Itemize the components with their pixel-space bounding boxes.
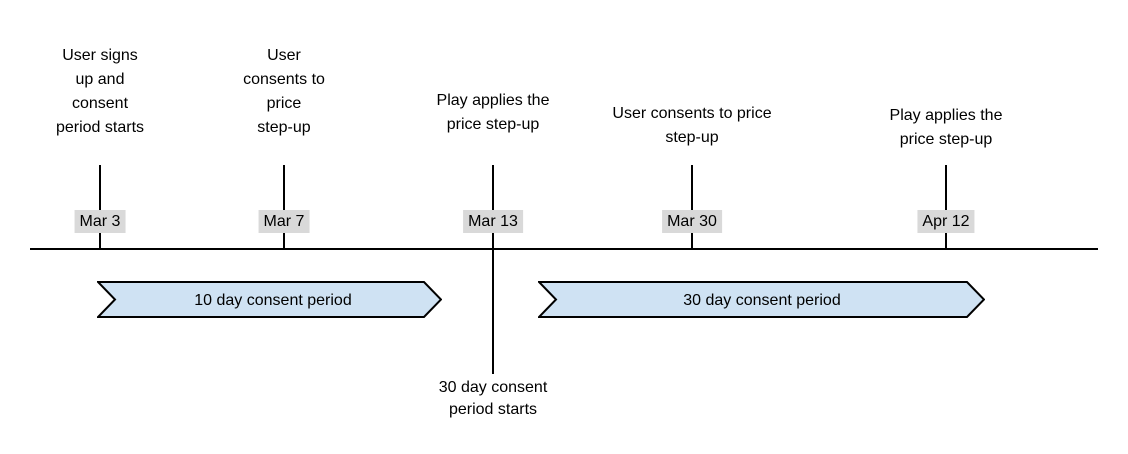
event-label-apply-1: Play applies the price step-up xyxy=(436,92,550,133)
timeline-axis xyxy=(30,248,1098,250)
banner-label-30-day: 30 day consent period xyxy=(683,292,840,309)
event-label-consent-1: User consents to price step-up xyxy=(243,47,325,136)
consent-period-banner-30-day: 30 day consent period xyxy=(538,281,985,318)
date-chip-mar-3: Mar 3 xyxy=(74,210,126,233)
event-label-consent-2: User consents to price step-up xyxy=(612,105,772,146)
banner-label-10-day: 10 day consent period xyxy=(194,292,351,309)
date-chip-mar-13: Mar 13 xyxy=(463,210,523,233)
date-chip-mar-7: Mar 7 xyxy=(258,210,310,233)
date-chip-apr-12: Apr 12 xyxy=(917,210,975,233)
event-label-signup: User signs up and consent period starts xyxy=(55,47,145,136)
timeline-tick-mar-3 xyxy=(99,165,101,250)
date-chip-mar-30: Mar 30 xyxy=(662,210,722,233)
timeline-tick-mar-30 xyxy=(691,165,693,250)
timeline-tick-mar-7 xyxy=(283,165,285,250)
timeline-tick-apr-12 xyxy=(945,165,947,250)
event-label-apply-2: Play applies the price step-up xyxy=(889,107,1003,148)
chevron-banner-shape xyxy=(97,281,442,318)
below-axis-annotation: 30 day consent period starts xyxy=(438,379,548,418)
timeline-tick-mar-13 xyxy=(492,165,494,374)
chevron-banner-shape xyxy=(538,281,985,318)
consent-period-banner-10-day: 10 day consent period xyxy=(97,281,442,318)
